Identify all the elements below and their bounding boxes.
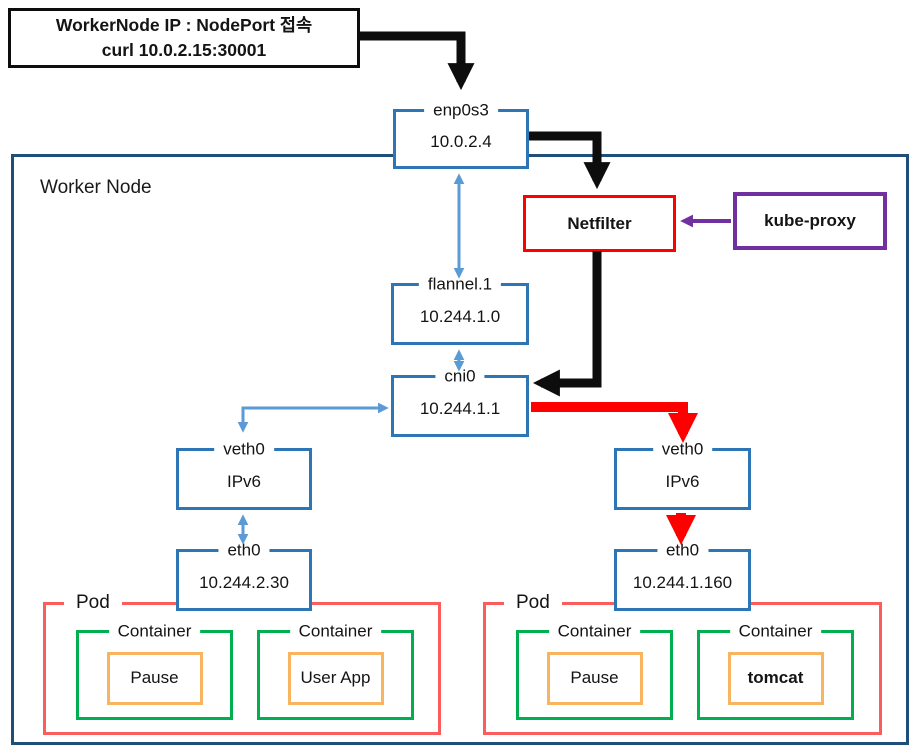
pause-box-right: Pause [546, 651, 643, 705]
pod-right-label: Pod [504, 592, 562, 615]
pod-right-container-1-label: Container [548, 621, 641, 642]
annotation-line1: WorkerNode IP : NodePort 접속 [55, 14, 313, 35]
veth0-left-address: IPv6 [226, 471, 262, 491]
cni0-address: 10.244.1.1 [419, 398, 501, 418]
kube-proxy-box: kube-proxy [733, 192, 887, 250]
cni0-name: cni0 [435, 366, 485, 387]
pod-right-container-2-label: Container [729, 621, 822, 642]
veth0-left-name: veth0 [214, 439, 274, 460]
tomcat-box: tomcat [727, 651, 824, 705]
pod-right-container-2: Container tomcat [697, 621, 854, 720]
pod-left-container-2: Container User App [257, 621, 414, 720]
pod-right-container-1: Container Pause [516, 621, 673, 720]
enp0s3-name: enp0s3 [424, 100, 498, 121]
pause-box-left: Pause [106, 651, 203, 705]
eth0-left-address: 10.244.2.30 [199, 572, 289, 592]
flannel-name: flannel.1 [418, 274, 502, 295]
pod-left-container-1: Container Pause [76, 621, 233, 720]
eth0-right-address: 10.244.1.160 [632, 572, 733, 592]
eth0-right-name: eth0 [656, 540, 709, 561]
pod-left: Pod Container Pause Container User App [43, 592, 441, 735]
veth0-right-name: veth0 [652, 439, 713, 460]
pod-right: Pod Container Pause Container tomcat [483, 592, 882, 735]
pod-left-container-1-label: Container [108, 621, 201, 642]
user-app-box: User App [287, 651, 384, 705]
cni0-box: cni0 10.244.1.1 [391, 366, 529, 437]
pod-left-container-2-label: Container [289, 621, 382, 642]
annotation-line2: curl 10.0.2.15:30001 [101, 40, 267, 60]
flannel-address: 10.244.1.0 [419, 306, 501, 326]
netfilter-box: Netfilter [523, 195, 676, 252]
flannel-box: flannel.1 10.244.1.0 [391, 274, 529, 345]
eth0-left-box: eth0 10.244.2.30 [176, 540, 312, 611]
kube-proxy-label: kube-proxy [764, 211, 856, 230]
eth0-left-name: eth0 [218, 540, 270, 561]
external-request-arrow [360, 31, 475, 91]
enp0s3-address: 10.0.2.4 [430, 131, 492, 151]
veth0-right-address: IPv6 [665, 471, 700, 491]
veth0-right-box: veth0 IPv6 [614, 439, 751, 510]
enp0s3-box: enp0s3 10.0.2.4 [393, 100, 529, 169]
veth0-left-box: veth0 IPv6 [176, 439, 312, 510]
eth0-right-box: eth0 10.244.1.160 [614, 540, 751, 611]
netfilter-label: Netfilter [567, 213, 632, 233]
worker-node-label: Worker Node [40, 177, 152, 198]
pod-left-label: Pod [64, 592, 122, 615]
nodeport-annotation: WorkerNode IP : NodePort 접속 curl 10.0.2.… [8, 8, 360, 68]
